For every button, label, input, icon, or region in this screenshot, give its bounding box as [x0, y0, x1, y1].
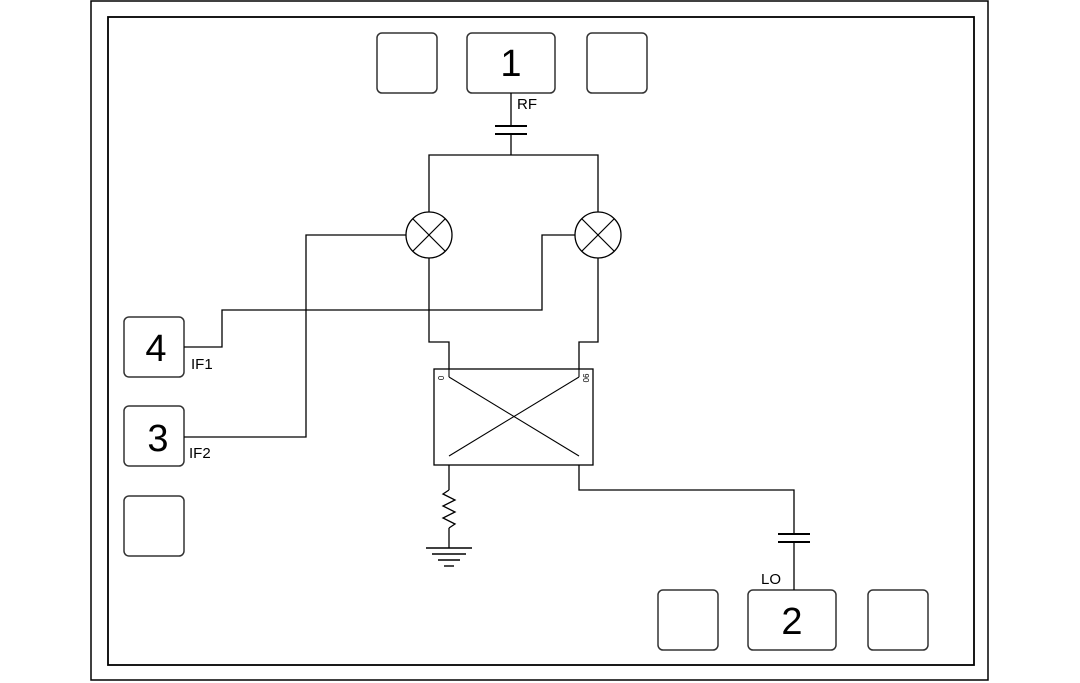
if1-wire [184, 234, 575, 348]
lo-wire-left [428, 258, 450, 369]
ground-icon [426, 547, 472, 567]
rf-split-wire [428, 154, 599, 213]
if2-label: IF2 [189, 445, 211, 462]
lo-label: LO [761, 571, 781, 588]
die-outline [107, 16, 975, 666]
hybrid-cross-b [448, 376, 580, 457]
pad-3-number: 3 [147, 418, 168, 460]
lo-input-wire [578, 465, 795, 534]
if1-label: IF1 [191, 356, 213, 373]
mixer-right [574, 211, 622, 259]
pad-2-number: 2 [781, 601, 802, 643]
hybrid-port-90-label: 90 [581, 374, 590, 383]
pad-4-number: 4 [145, 328, 166, 370]
pad-unlabeled-top-right [586, 32, 648, 94]
pad-unlabeled-bottom-left [657, 589, 719, 651]
pad-unlabeled-left-bottom [123, 495, 185, 557]
termination-resistor [441, 489, 457, 529]
if2-wire [184, 234, 406, 438]
lo-wire-right [578, 258, 599, 369]
pad-1-number: 1 [500, 43, 521, 85]
pad-3-if2 [123, 405, 185, 467]
outer-frame [90, 0, 989, 681]
pad-unlabeled-bottom-right [867, 589, 929, 651]
pad-2-lo [747, 589, 837, 651]
mixer-left [405, 211, 453, 259]
hybrid-port-0-label: 0 [436, 376, 445, 381]
pad-unlabeled-top-left [376, 32, 438, 94]
rf-label: RF [517, 96, 537, 113]
